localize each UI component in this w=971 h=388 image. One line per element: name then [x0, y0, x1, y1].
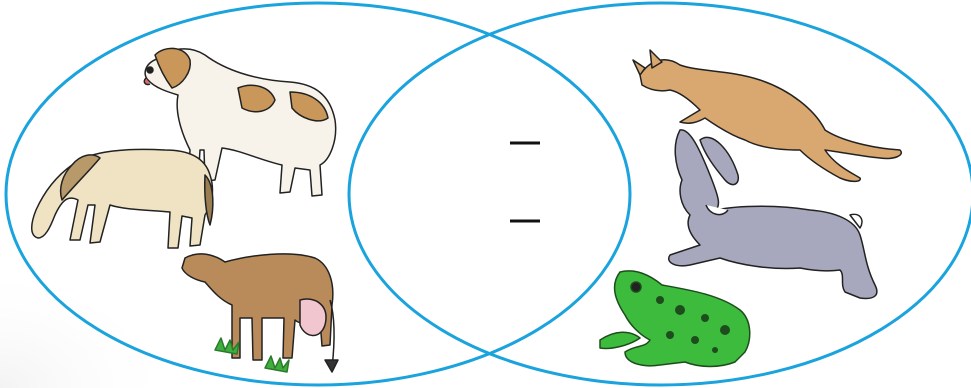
venn-diagram — [0, 0, 971, 388]
